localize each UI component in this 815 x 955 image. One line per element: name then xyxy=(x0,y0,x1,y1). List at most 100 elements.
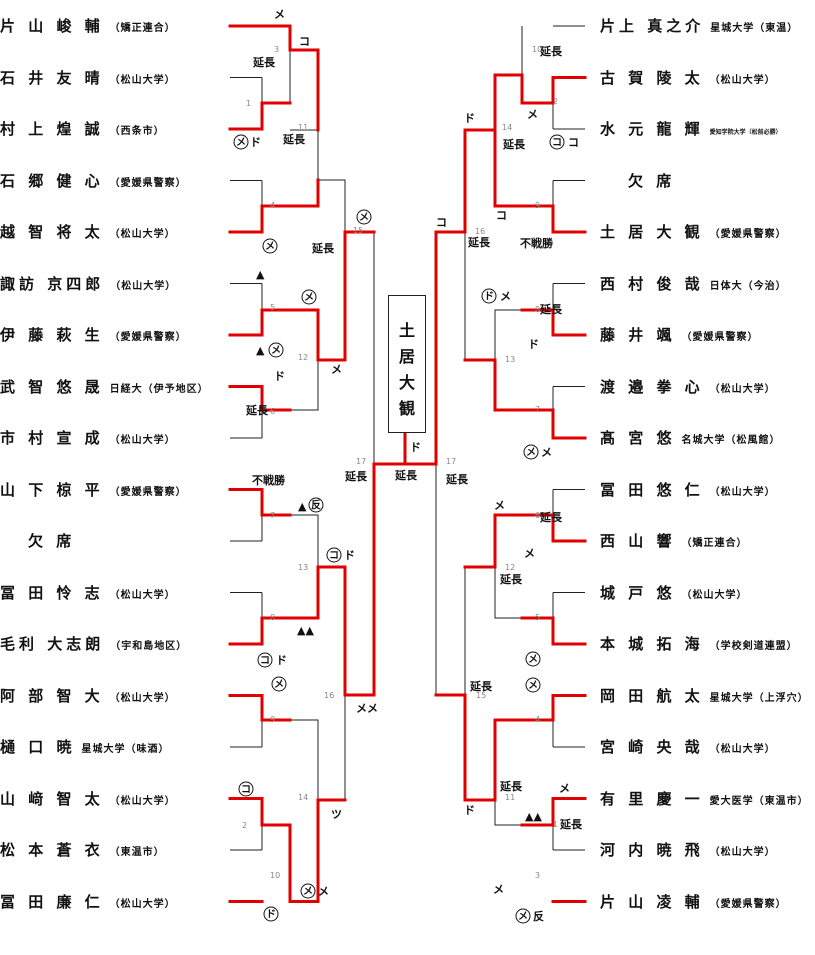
svg-text:コ: コ xyxy=(329,551,339,562)
enchou-label: 延長 xyxy=(499,779,523,793)
player-affiliation: 愛大医学（東温市） xyxy=(709,795,809,807)
match-number: 10 xyxy=(532,45,542,54)
player-row: 岡 田 航 太星城大学（上浮穴） xyxy=(600,683,815,709)
match-number: 1 xyxy=(553,820,558,829)
result-label: メ xyxy=(541,446,552,459)
winning-line xyxy=(403,230,438,466)
svg-text:ド: ド xyxy=(266,909,276,921)
player-affiliation: （西条市） xyxy=(109,126,165,137)
winning-line xyxy=(493,73,524,105)
player-name: 欠 席 xyxy=(628,171,676,190)
result-label: メ xyxy=(559,782,570,795)
svg-text:メ: メ xyxy=(303,886,313,898)
player-name: 市 村 宣 成 xyxy=(0,429,104,447)
player-affiliation: 星城大学（上浮穴） xyxy=(709,692,809,704)
svg-text:コ: コ xyxy=(552,138,562,149)
enchou-label: 延長 xyxy=(539,44,563,58)
winning-path-lines xyxy=(228,24,587,903)
winning-line xyxy=(434,73,497,234)
winning-line xyxy=(260,694,292,722)
player-affiliation: （松山大学） xyxy=(110,280,177,292)
player-name: 渡 邉 拳 心 xyxy=(600,377,704,396)
enchou-label: 延長 xyxy=(245,403,269,417)
circled-score-mark: メ xyxy=(523,444,539,460)
champion-char: 居 xyxy=(398,347,415,366)
circled-score-mark: ド xyxy=(263,906,279,922)
player-name: 髙 宮 悠 xyxy=(600,429,676,447)
result-label: ド xyxy=(528,338,539,351)
match-number: 14 xyxy=(502,123,512,132)
winning-line xyxy=(520,797,555,827)
fusen-label: 不戦勝 xyxy=(520,236,554,250)
match-number: 2 xyxy=(553,97,558,106)
champion-char: 大 xyxy=(398,373,415,392)
match-number: 12 xyxy=(505,563,515,572)
match-number: 13 xyxy=(505,355,515,364)
result-label: 反 xyxy=(533,909,544,923)
circled-score-mark: メ xyxy=(301,289,317,305)
player-name: 西 山 響 xyxy=(600,532,676,550)
player-name: 武 智 悠 晟 xyxy=(0,377,104,396)
player-affiliation: （愛媛県警察） xyxy=(709,229,787,240)
player-affiliation: （松山大学） xyxy=(709,847,776,858)
winning-line xyxy=(260,616,292,646)
match-number: 11 xyxy=(298,123,308,132)
winning-line xyxy=(463,358,524,412)
player-row: 石 井 友 晴（松山大学） xyxy=(0,65,230,91)
winning-line xyxy=(288,308,347,362)
player-affiliation: （松山大学） xyxy=(109,692,176,704)
player-name: 毛利 大志朗 xyxy=(0,635,105,653)
player-affiliation: （松山大学） xyxy=(109,589,176,601)
player-name: 村 上 煌 誠 xyxy=(0,120,104,138)
player-row: 樋 口 暁星城大学（味酒） xyxy=(0,734,230,760)
winning-line xyxy=(260,797,292,827)
player-name: 宮 崎 央 哉 xyxy=(600,738,704,756)
player-affiliation: （松山大学） xyxy=(709,486,776,498)
circled-score-mark: コ xyxy=(326,547,342,563)
player-row: 西 村 俊 哉日体大（今治） xyxy=(600,271,815,297)
player-row: 有 里 慶 一愛大医学（東温市） xyxy=(600,786,815,812)
player-affiliation: （松山大学） xyxy=(109,435,176,446)
winning-line xyxy=(463,718,524,802)
player-row: 城 戸 悠（松山大学） xyxy=(600,580,815,606)
enchou-label: 延長 xyxy=(499,572,523,586)
match-number: 4 xyxy=(535,715,540,724)
result-label: メ xyxy=(527,108,538,121)
player-affiliation: 星城大学（東温） xyxy=(710,23,799,34)
player-name: 松 本 蒼 衣 xyxy=(0,841,104,859)
circled-score-mark: コ xyxy=(257,652,273,668)
enchou-label: 延長 xyxy=(311,241,335,255)
match-number: 9 xyxy=(535,201,540,210)
player-row: 武 智 悠 晟日経大（伊予地区） xyxy=(0,374,230,400)
player-name: 諏訪 京四郎 xyxy=(0,274,105,293)
player-row: 山 﨑 智 太（松山大学） xyxy=(0,786,230,812)
match-number: 15 xyxy=(353,226,363,235)
circled-score-mark: 反 xyxy=(308,497,324,513)
player-name: 冨 田 廉 仁 xyxy=(0,892,104,911)
match-number: 17 xyxy=(446,457,456,466)
result-label: ド xyxy=(274,370,285,383)
enchou-label: 延長 xyxy=(344,469,368,483)
winning-line xyxy=(260,204,292,234)
player-row: 本 城 拓 海（学校剣道連盟） xyxy=(600,631,815,657)
result-label: メ xyxy=(493,883,504,896)
circled-score-mark: メ xyxy=(525,677,541,693)
winning-line xyxy=(260,101,292,131)
enchou-label: 延長 xyxy=(394,468,418,482)
player-row: 髙 宮 悠名城大学（松風館） xyxy=(600,425,815,451)
match-number: 3 xyxy=(274,45,279,54)
player-row: 河 内 暁 飛（松山大学） xyxy=(600,837,815,863)
winning-line xyxy=(520,694,555,722)
player-affiliation: 星城大学（味酒） xyxy=(81,744,170,755)
player-name: 冨 田 怜 志 xyxy=(0,583,104,602)
winning-line xyxy=(520,513,555,543)
player-name: 石 郷 健 心 xyxy=(0,171,104,190)
svg-text:反: 反 xyxy=(311,499,321,512)
svg-text:コ: コ xyxy=(260,656,270,667)
match-number: 11 xyxy=(505,793,515,802)
match-number: 7 xyxy=(535,405,540,414)
player-row: 山 下 椋 平（愛媛県警察） xyxy=(0,477,230,503)
player-affiliation: （愛媛県警察） xyxy=(109,486,187,498)
champion-box: 土 居 大 観 xyxy=(388,295,426,433)
